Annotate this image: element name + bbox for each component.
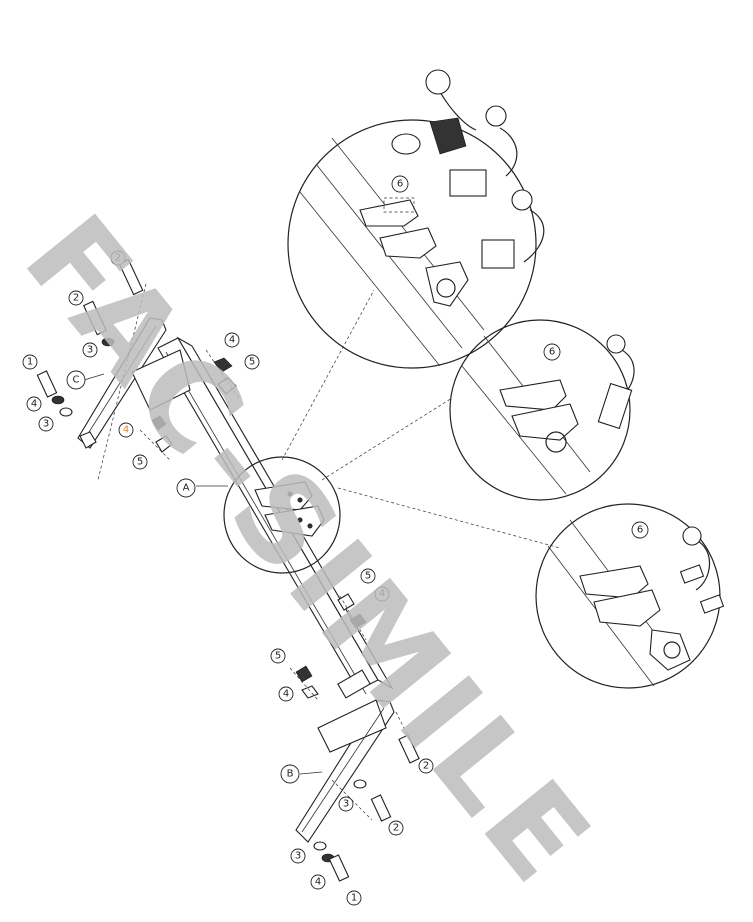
callout-washer-spring: 4: [26, 396, 42, 412]
svg-text:5: 5: [275, 651, 281, 662]
callout-screw: 2: [110, 250, 126, 266]
svg-text:5: 5: [365, 571, 371, 582]
svg-text:6: 6: [637, 525, 643, 536]
svg-text:4: 4: [31, 399, 37, 410]
svg-text:6: 6: [397, 179, 403, 190]
callout-washer-spring: 4: [118, 422, 134, 438]
svg-text:4: 4: [379, 589, 385, 600]
svg-text:5: 5: [137, 457, 143, 468]
svg-text:4: 4: [229, 335, 235, 346]
svg-text:5: 5: [249, 357, 255, 368]
callout-washer-flat: 3: [290, 848, 306, 864]
detail-circle-bottom: [535, 503, 725, 689]
callout-part-a: A: [176, 478, 196, 498]
svg-text:2: 2: [393, 823, 399, 834]
svg-text:2: 2: [115, 253, 121, 264]
svg-text:3: 3: [295, 851, 301, 862]
svg-text:6: 6: [549, 347, 555, 358]
bracket-c: [77, 317, 191, 449]
callout-washer-flat: 3: [38, 416, 54, 432]
callout-bolt: 1: [346, 890, 362, 906]
svg-text:A: A: [183, 483, 190, 494]
detail-circle-middle: [449, 319, 635, 501]
bracket-b: [295, 699, 395, 843]
svg-text:C: C: [73, 375, 80, 386]
callout-nut: 5: [244, 354, 260, 370]
callout-washer-spring: 4: [278, 686, 294, 702]
detail-circle-top: [287, 69, 545, 369]
callouts: A B C 2 2 2 2 1: [22, 175, 649, 906]
callout-plate: 6: [391, 175, 409, 193]
callout-nut: 5: [360, 568, 376, 584]
svg-text:B: B: [287, 769, 294, 780]
callout-plate: 6: [543, 343, 561, 361]
callout-leaders: [83, 373, 323, 775]
callout-nut: 5: [132, 454, 148, 470]
svg-text:1: 1: [351, 893, 357, 904]
callout-part-b: B: [280, 764, 300, 784]
detail-leaders: [281, 289, 561, 549]
callout-washer-flat: 3: [82, 342, 98, 358]
svg-text:2: 2: [423, 761, 429, 772]
callout-part-c: C: [66, 370, 86, 390]
detail-circle-small: [223, 456, 341, 574]
callout-screw: 2: [418, 758, 434, 774]
callout-nut: 5: [270, 648, 286, 664]
svg-text:4: 4: [315, 877, 321, 888]
svg-text:3: 3: [343, 799, 349, 810]
callout-bolt: 1: [22, 354, 38, 370]
callout-plate: 6: [631, 521, 649, 539]
callout-washer-spring: 4: [310, 874, 326, 890]
svg-text:4: 4: [123, 425, 129, 436]
svg-text:4: 4: [283, 689, 289, 700]
svg-text:1: 1: [27, 357, 33, 368]
svg-text:3: 3: [87, 345, 93, 356]
svg-text:2: 2: [73, 293, 79, 304]
fasteners: [36, 258, 420, 882]
callout-washer-spring: 4: [374, 586, 390, 602]
callout-washer-flat: 3: [338, 796, 354, 812]
callout-screw: 2: [68, 290, 84, 306]
callout-washer-spring: 4: [224, 332, 240, 348]
callout-screw: 2: [388, 820, 404, 836]
svg-text:3: 3: [43, 419, 49, 430]
